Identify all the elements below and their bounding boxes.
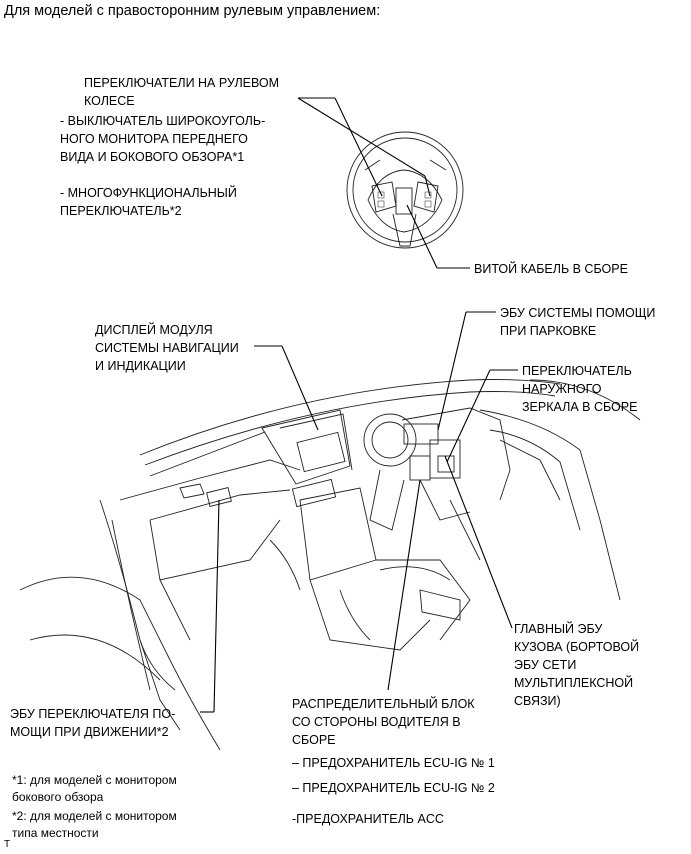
label-main-body-ecu: ГЛАВНЫЙ ЭБУ КУЗОВА (БОРТОВОЙ ЭБУ СЕТИ МУ…: [514, 622, 640, 708]
label-steering-switches: ПЕРЕКЛЮЧАТЕЛИ НА РУЛЕВОМ КОЛЕСЕ: [84, 76, 280, 108]
footnote-1: *1: для моделей с монитором бокового обз…: [12, 773, 177, 804]
page-heading: Для моделей с правосторонним рулевым упр…: [4, 3, 381, 19]
label-fuse-ecu-ig-1: – ПРЕДОХРАНИТЕЛЬ ECU-IG № 1: [292, 756, 495, 770]
label-multifunction-switch: - МНОГОФУНКЦИОНАЛЬНЫЙ ПЕРЕКЛЮЧАТЕЛЬ*2: [60, 186, 237, 218]
corner-mark: T: [4, 839, 11, 850]
label-spiral-cable: ВИТОЙ КАБЕЛЬ В СБОРЕ: [474, 262, 628, 276]
label-fuse-ecu-ig-2: – ПРЕДОХРАНИТЕЛЬ ECU-IG № 2: [292, 781, 495, 795]
label-nav-display: ДИСПЛЕЙ МОДУЛЯ СИСТЕМЫ НАВИГАЦИИ И ИНДИК…: [95, 323, 239, 373]
label-wide-view-switch: - ВЫКЛЮЧАТЕЛЬ ШИРОКОУГОЛЬ- НОГО МОНИТОРА…: [60, 114, 266, 164]
interior-leaders: [200, 311, 518, 713]
label-junction-block: РАСПРЕДЕЛИТЕЛЬНЫЙ БЛОК СО СТОРОНЫ ВОДИТЕ…: [292, 697, 475, 747]
steering-leaders: [297, 97, 470, 269]
label-outer-mirror-switch: ПЕРЕКЛЮЧАТЕЛЬ НАРУЖНОГО ЗЕРКАЛА В СБОРЕ: [522, 364, 638, 414]
label-driving-assist-ecu: ЭБУ ПЕРЕКЛЮЧАТЕЛЯ ПО- МОЩИ ПРИ ДВИЖЕНИИ*…: [10, 707, 176, 739]
dashboard-drawing: [19, 379, 641, 751]
label-parking-assist-ecu: ЭБУ СИСТЕМЫ ПОМОЩИ ПРИ ПАРКОВКЕ: [500, 306, 656, 338]
footnote-2: *2: для моделей с монитором типа местнос…: [12, 809, 177, 840]
label-fuse-acc: -ПРЕДОХРАНИТЕЛЬ ACC: [292, 812, 444, 826]
steering-wheel-drawing: [346, 131, 464, 249]
